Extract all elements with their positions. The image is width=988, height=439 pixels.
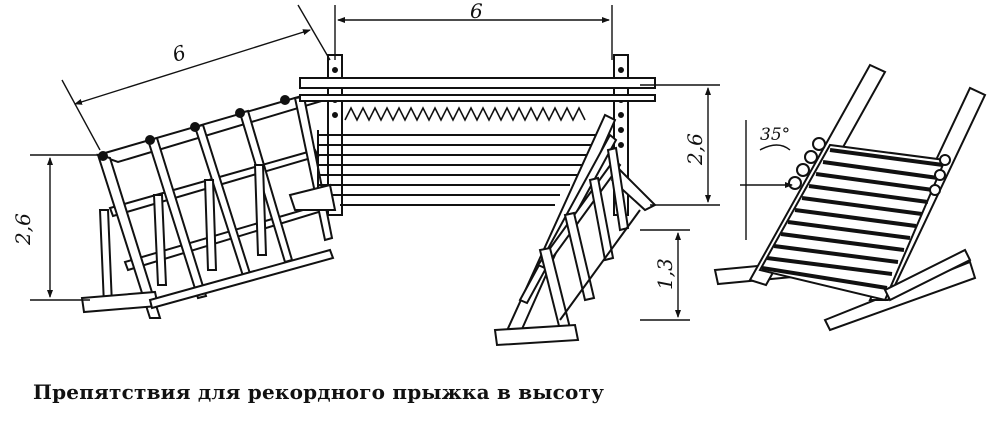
dimension-lines <box>30 4 793 321</box>
dim-height-low: 1,3 <box>653 258 677 290</box>
right-front-obstacle <box>493 113 641 347</box>
dim-height-right: 2,6 <box>683 133 707 166</box>
dim-width-left: 6 <box>169 40 188 67</box>
dim-angle: 35° <box>760 125 790 145</box>
left-obstacle <box>80 93 335 319</box>
side-view-obstacle <box>713 63 987 332</box>
dim-height-left: 2,6 <box>11 213 35 246</box>
figure-caption: Препятствия для рекордного прыжка в высо… <box>33 380 605 404</box>
dim-width-top: 6 <box>470 0 483 23</box>
